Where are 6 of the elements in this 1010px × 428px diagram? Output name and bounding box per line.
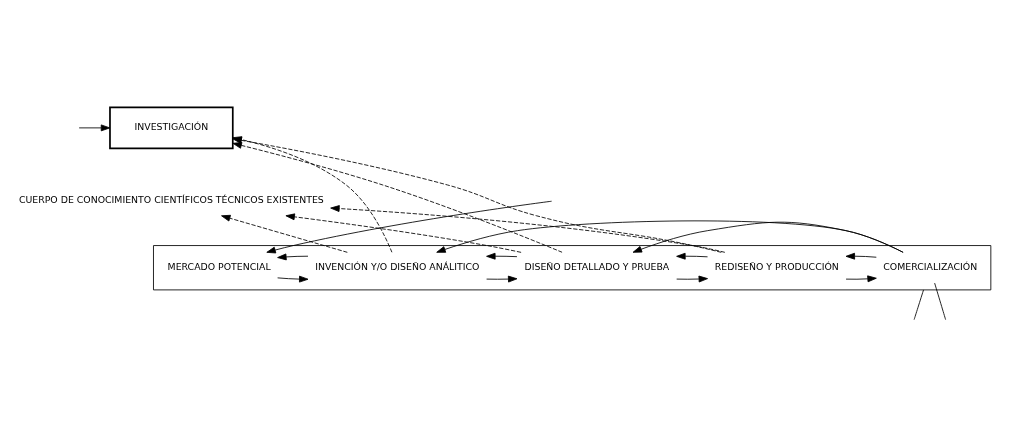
node-text: CUERPO DE CONOCIMIENTO CIENTÍFICOS TÉCNICOS EXISTENTES (18, 193, 324, 205)
node-text: INVENCIÓN Y/O DISEÑO ANÁLITICO (315, 261, 480, 273)
node-text: DISEÑO DETALLADO Y PRUEBA (524, 261, 670, 273)
node-text: COMERCIALIZACIÓN (883, 261, 978, 273)
node-text: REDISEÑO Y PRODUCCIÓN (714, 261, 839, 273)
node-text: MERCADO POTENCIAL (167, 261, 271, 273)
